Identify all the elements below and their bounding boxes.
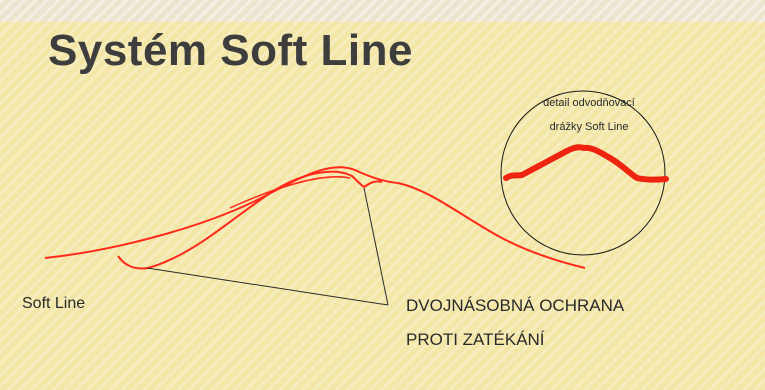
top-decorative-strip — [0, 0, 765, 22]
detail-circle — [500, 90, 666, 256]
pointer-line-to-groove — [363, 187, 389, 306]
page-title: Systém Soft Line — [48, 26, 413, 75]
protection-label-line-1: DVOJNÁSOBNÁ OCHRANA — [406, 296, 625, 315]
detail-groove-profile — [503, 144, 669, 183]
detail-label-line-2: drážky Soft Line — [549, 121, 629, 133]
protection-label-line-2: PROTI ZATÉKÁNÍ — [406, 330, 545, 349]
pointer-line-to-lip — [146, 267, 389, 306]
detail-label-line-1: detail odvodňovací — [543, 97, 635, 109]
soft-line-label: Soft Line — [22, 295, 86, 312]
inner-drainage-line — [117, 170, 383, 270]
inner-lip-curve — [229, 176, 351, 209]
outer-profile-curve — [44, 166, 586, 269]
